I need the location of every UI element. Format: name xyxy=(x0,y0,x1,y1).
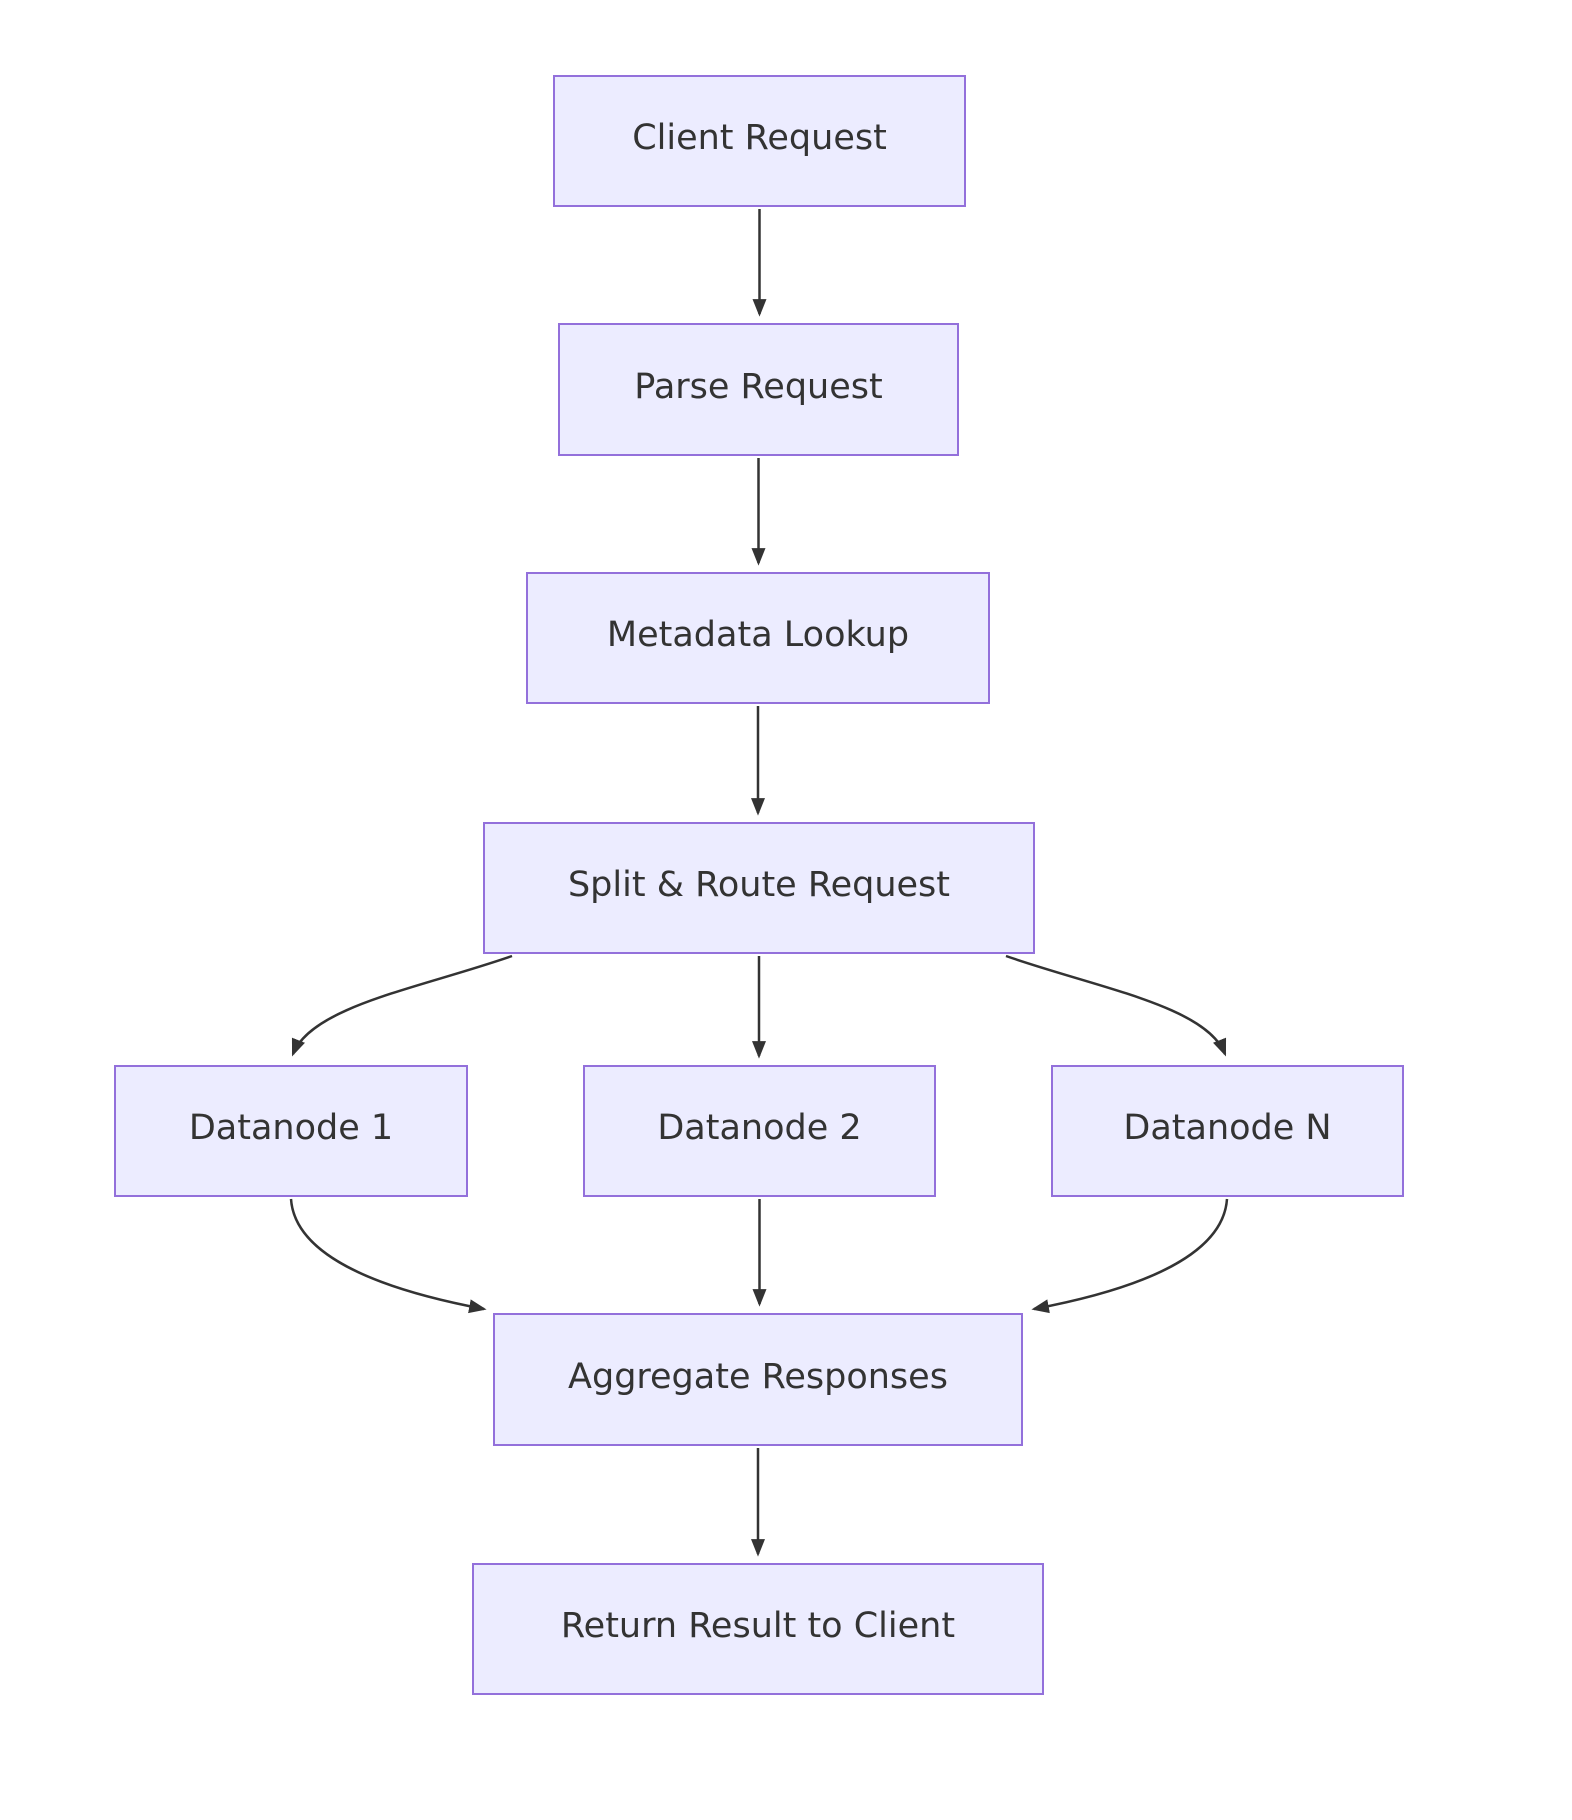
edge-datanode-n-to-aggregate xyxy=(1031,1198,1229,1314)
node-split-route-request-label: Split & Route Request xyxy=(567,865,951,905)
node-parse-request: Parse Request xyxy=(558,323,959,456)
node-return-result-to-client-label: Return Result to Client xyxy=(560,1606,956,1646)
node-aggregate-responses: Aggregate Responses xyxy=(493,1313,1023,1446)
edge-split-route-to-datanode-1 xyxy=(291,954,513,1057)
node-metadata-lookup: Metadata Lookup xyxy=(526,572,990,704)
node-metadata-lookup-label: Metadata Lookup xyxy=(606,615,910,655)
node-datanode-2-label: Datanode 2 xyxy=(657,1108,862,1148)
node-split-route-request: Split & Route Request xyxy=(483,822,1035,954)
node-datanode-1-label: Datanode 1 xyxy=(188,1108,394,1148)
node-return-result-to-client: Return Result to Client xyxy=(472,1563,1044,1695)
node-datanode-n: Datanode N xyxy=(1051,1065,1404,1197)
node-client-request-label: Client Request xyxy=(632,118,887,158)
node-client-request: Client Request xyxy=(553,75,966,207)
node-datanode-1: Datanode 1 xyxy=(114,1065,468,1197)
node-datanode-2: Datanode 2 xyxy=(583,1065,936,1197)
node-aggregate-responses-label: Aggregate Responses xyxy=(568,1356,948,1397)
edge-split-route-to-datanode-n xyxy=(1005,954,1227,1057)
edge-datanode-1-to-aggregate xyxy=(289,1198,487,1314)
node-datanode-n-label: Datanode N xyxy=(1123,1108,1332,1148)
node-parse-request-label: Parse Request xyxy=(634,366,883,407)
